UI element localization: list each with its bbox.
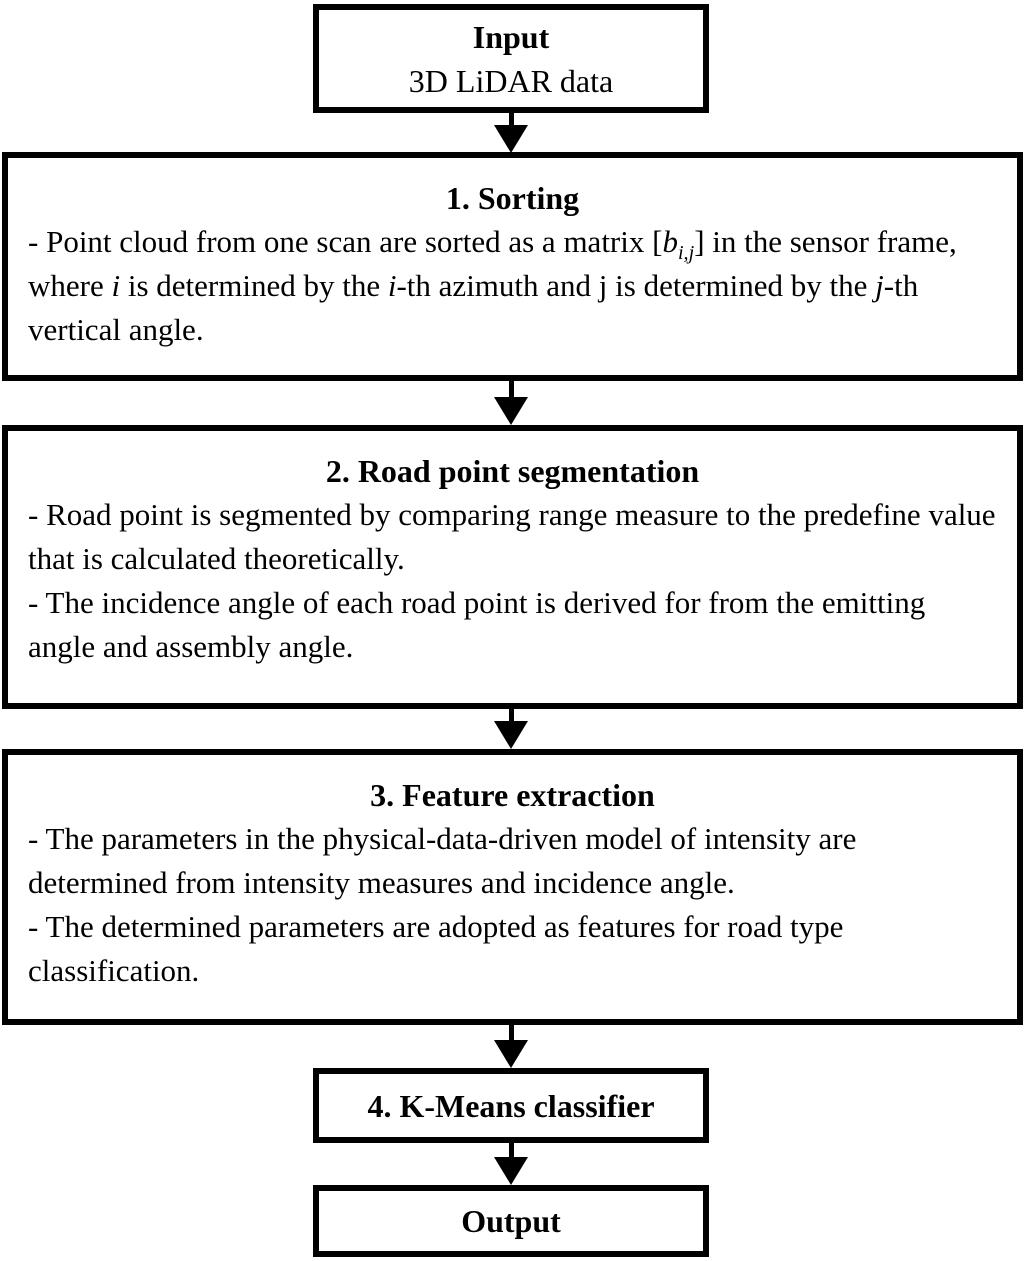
arrow-down-icon — [494, 708, 528, 749]
node-sorting-title: 1. Sorting — [445, 180, 580, 216]
arrow-stem — [508, 708, 514, 721]
arrowhead-icon — [494, 1157, 528, 1185]
arrow-stem — [508, 1142, 514, 1157]
flow-node-output: Output — [313, 1185, 709, 1257]
bullet-text: - Road point is segmented by comparing r… — [28, 497, 996, 576]
flow-node-road-point-segmentation: 2. Road point segmentation - Road point … — [2, 425, 1023, 709]
node-feature-body: - The parameters in the physical-data-dr… — [28, 817, 997, 993]
bullet-text: - The determined parameters are adopted … — [28, 909, 844, 988]
node-sorting-body: - Point cloud from one scan are sorted a… — [28, 220, 997, 352]
node-kmeans-title: 4. K-Means classifier — [367, 1087, 655, 1124]
arrow-stem — [508, 380, 514, 397]
arrow-stem — [508, 112, 514, 125]
arrow-stem — [508, 1024, 514, 1040]
arrowhead-icon — [494, 397, 528, 425]
node-feature-title: 3. Feature extraction — [370, 777, 655, 813]
node-segmentation-body: - Road point is segmented by comparing r… — [28, 493, 997, 669]
arrowhead-icon — [494, 721, 528, 749]
node-segmentation-title: 2. Road point segmentation — [325, 453, 700, 489]
arrowhead-icon — [494, 1040, 528, 1068]
node-input-title: Input — [472, 18, 550, 55]
bullet-text: - The parameters in the physical-data-dr… — [28, 821, 857, 900]
arrow-down-icon — [494, 112, 528, 153]
flow-node-feature-extraction: 3. Feature extraction - The parameters i… — [2, 749, 1023, 1025]
node-input-subtitle: 3D LiDAR data — [408, 62, 614, 99]
arrow-down-icon — [494, 380, 528, 425]
arrow-down-icon — [494, 1024, 528, 1068]
flow-node-kmeans-classifier: 4. K-Means classifier — [313, 1068, 709, 1143]
flow-node-input: Input 3D LiDAR data — [313, 4, 709, 113]
arrowhead-icon — [494, 125, 528, 153]
flow-node-sorting: 1. Sorting - Point cloud from one scan a… — [2, 152, 1023, 381]
node-output-title: Output — [461, 1203, 561, 1239]
bullet-text: - Point cloud from one scan are sorted a… — [28, 224, 957, 347]
arrow-down-icon — [494, 1142, 528, 1185]
bullet-text: - The incidence angle of each road point… — [28, 585, 926, 664]
